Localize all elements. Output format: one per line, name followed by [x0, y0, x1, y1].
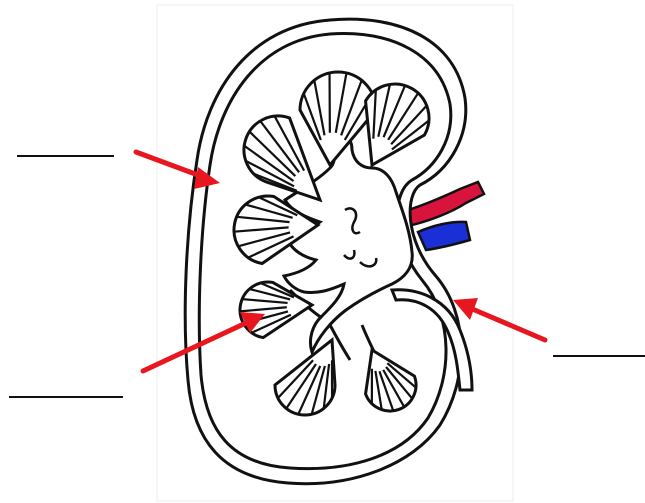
kidney-diagram	[0, 0, 645, 503]
